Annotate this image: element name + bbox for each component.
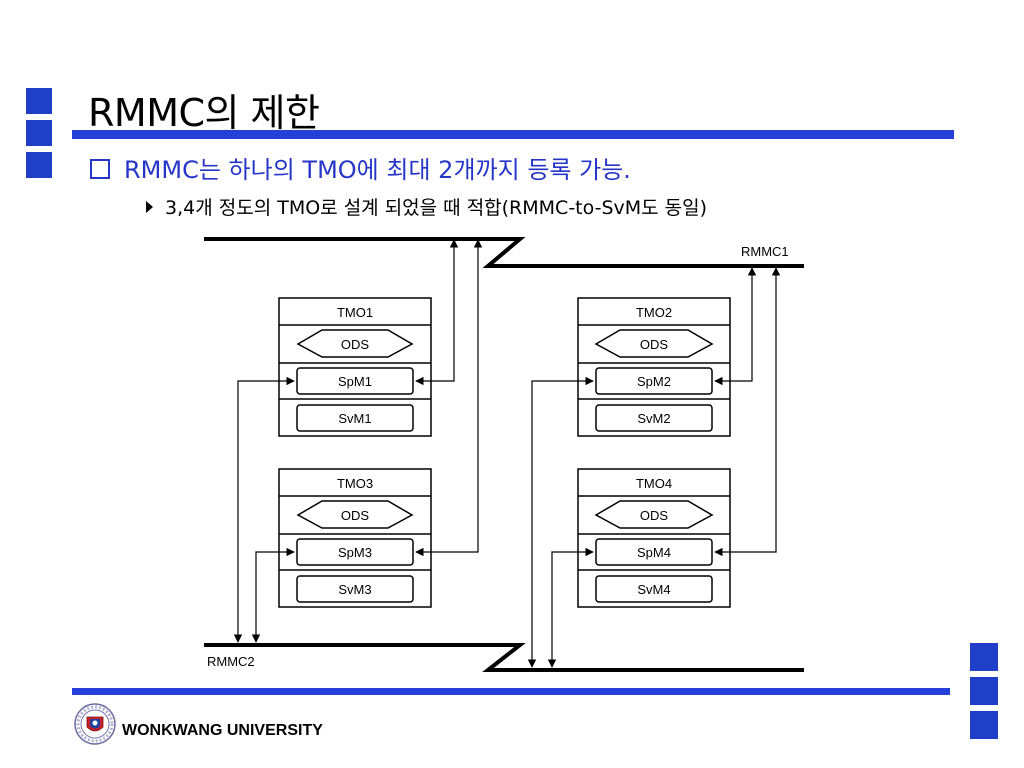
footer-rule	[72, 688, 950, 695]
ods-hexagon	[594, 329, 714, 358]
svm-label: SvM3	[338, 582, 371, 597]
spm-label: SpM2	[637, 374, 671, 389]
link-spm3-rmmc2	[251, 547, 295, 643]
svm-box	[595, 404, 713, 432]
spm-box	[296, 367, 414, 395]
tmo-block-4: TMO4 ODS SpM4 SvM4	[577, 468, 731, 608]
ods-hexagon	[296, 500, 414, 529]
spm-label: SpM1	[338, 374, 372, 389]
spm-box	[595, 367, 713, 395]
ods-hexagon	[594, 500, 714, 529]
svm-box	[296, 575, 414, 603]
spm-label: SpM3	[338, 545, 372, 560]
ods-label: ODS	[341, 337, 370, 352]
ods-label: ODS	[341, 508, 370, 523]
bullet-level1-text: RMMC는 하나의 TMO에 최대 2개까지 등록 가능.	[124, 156, 631, 184]
link-spm1-rmmc2	[233, 376, 295, 643]
ods-hexagon	[296, 329, 414, 358]
spm-box	[296, 538, 414, 566]
link-spm2-rmmc2	[527, 376, 594, 668]
university-seal-icon	[74, 703, 116, 745]
spm-label: SpM4	[637, 545, 671, 560]
ods-label: ODS	[640, 508, 669, 523]
title-underline	[72, 130, 954, 139]
link-spm4-rmmc1	[714, 267, 781, 557]
hollow-square-bullet-icon	[90, 159, 110, 179]
tmo-name: TMO2	[636, 305, 672, 320]
bullet-level1: RMMC는 하나의 TMO에 최대 2개까지 등록 가능.	[90, 150, 631, 185]
spm-box	[595, 538, 713, 566]
svm-label: SvM4	[637, 582, 670, 597]
rmmc2-label: RMMC2	[207, 654, 255, 669]
link-spm3-rmmc1	[415, 239, 483, 557]
rmmc2-bus	[204, 643, 804, 672]
deco-square-bottom-2	[970, 677, 998, 705]
tmo-name: TMO3	[337, 476, 373, 491]
triangle-bullet-icon	[146, 201, 153, 213]
rmmc1-label: RMMC1	[741, 244, 789, 259]
bullet-level2-text: 3,4개 정도의 TMO로 설계 되었을 때 적합(RMMC-to-SvM도 동…	[165, 197, 708, 219]
tmo-block-2: TMO2 ODS SpM2 SvM2	[577, 297, 731, 437]
tmo-block-3: TMO3 ODS SpM3 SvM3	[278, 468, 432, 608]
link-spm4-rmmc2	[547, 547, 594, 668]
deco-square-top-1	[26, 88, 52, 114]
deco-square-top-3	[26, 152, 52, 178]
tmo-block-1: TMO1 ODS SpM1 SvM1	[278, 297, 432, 437]
rmmc1-bus	[204, 237, 804, 268]
tmo-name: TMO1	[337, 305, 373, 320]
bullet-level2: 3,4개 정도의 TMO로 설계 되었을 때 적합(RMMC-to-SvM도 동…	[146, 193, 707, 220]
svm-box	[296, 404, 414, 432]
deco-square-bottom-1	[970, 643, 998, 671]
deco-square-bottom-3	[970, 711, 998, 739]
university-name: WONKWANG UNIVERSITY	[122, 722, 323, 739]
deco-square-top-2	[26, 120, 52, 146]
svm-label: SvM1	[338, 411, 371, 426]
ods-label: ODS	[640, 337, 669, 352]
tmo-name: TMO4	[636, 476, 672, 491]
slide-title: RMMC의 제한	[88, 91, 320, 135]
svm-label: SvM2	[637, 411, 670, 426]
svm-box	[595, 575, 713, 603]
